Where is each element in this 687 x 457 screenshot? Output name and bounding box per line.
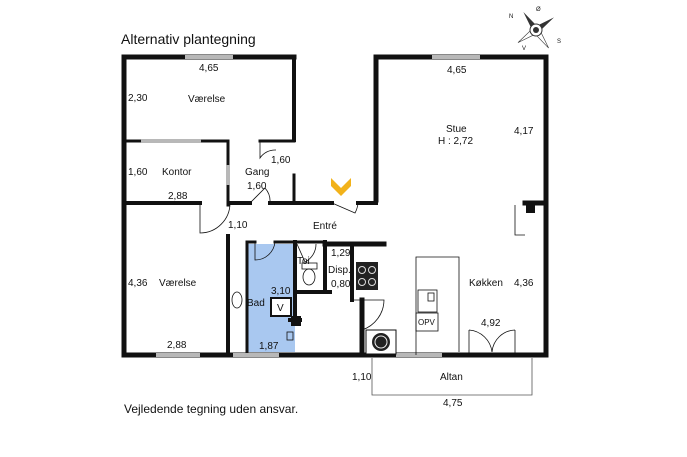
vaerelse-low-width: 2,88 — [167, 340, 187, 351]
wall-post — [526, 201, 535, 213]
vaerelse-top-width: 4,65 — [199, 63, 219, 74]
koekken-depth: 4,36 — [514, 278, 534, 289]
oven-label: OPV — [418, 318, 436, 327]
stue-depth: 4,17 — [514, 126, 534, 137]
balcony — [371, 358, 533, 396]
kitchen-counter — [415, 256, 460, 355]
koekken-width: 4,92 — [481, 318, 501, 329]
windows — [141, 55, 480, 357]
wall-post — [291, 316, 301, 326]
disp-name: Disp. — [328, 265, 351, 276]
koekken-name: Køkken — [469, 278, 503, 289]
entre-dim: 1,10 — [228, 220, 248, 231]
kontor-width: 2,88 — [168, 191, 188, 202]
washing-machine-icon — [270, 297, 292, 317]
vaerelse-top-name: Værelse — [188, 94, 226, 105]
stove-icon — [356, 262, 378, 290]
stue-height: H : 2,72 — [438, 136, 473, 147]
compass-north: N — [509, 14, 513, 20]
disp-dim: 0,80 — [331, 279, 351, 290]
stue-name: Stue — [446, 124, 467, 135]
vaerelse-low-depth: 4,36 — [128, 278, 148, 289]
entry-marker-icon — [331, 178, 351, 196]
entre-name: Entré — [313, 221, 337, 232]
toilet-icon — [301, 262, 318, 286]
altan-width: 4,75 — [443, 398, 463, 409]
toilet-name: Toi — [297, 256, 310, 267]
kontor-depth: 1,60 — [128, 167, 148, 178]
bad-dim-b: 1,87 — [259, 341, 279, 352]
disclaimer-text: Vejledende tegning uden ansvar. — [124, 402, 299, 416]
kontor-name: Kontor — [162, 167, 192, 178]
compass-west: V — [522, 46, 526, 52]
sink-icon — [231, 291, 243, 309]
vaerelse-top-depth: 2,30 — [128, 93, 148, 104]
drain-icon — [286, 331, 294, 341]
compass-east: Ø — [536, 7, 541, 13]
plan-title: Alternativ plantegning — [121, 31, 256, 47]
bad-name: Bad — [247, 298, 265, 309]
boiler-icon — [365, 329, 397, 355]
bad-fixture: V — [277, 303, 284, 314]
altan-depth: 1,10 — [352, 372, 372, 383]
doors — [199, 141, 525, 355]
gang-dim-a: 1,60 — [271, 155, 291, 166]
toilet-dim: 1,29 — [331, 248, 351, 259]
room-labels: 4,65 2,30 Værelse 1,60 Kontor 2,88 1,60 … — [128, 63, 534, 409]
gang-name: Gang — [245, 167, 269, 178]
compass-icon: N S Ø V — [509, 7, 561, 52]
altan-name: Altan — [440, 372, 463, 383]
compass-south: S — [557, 39, 561, 45]
stue-width: 4,65 — [447, 65, 467, 76]
bad-dim-a: 3,10 — [271, 286, 291, 297]
gang-dim-b: 1,60 — [247, 181, 267, 192]
vaerelse-low-name: Værelse — [159, 278, 197, 289]
